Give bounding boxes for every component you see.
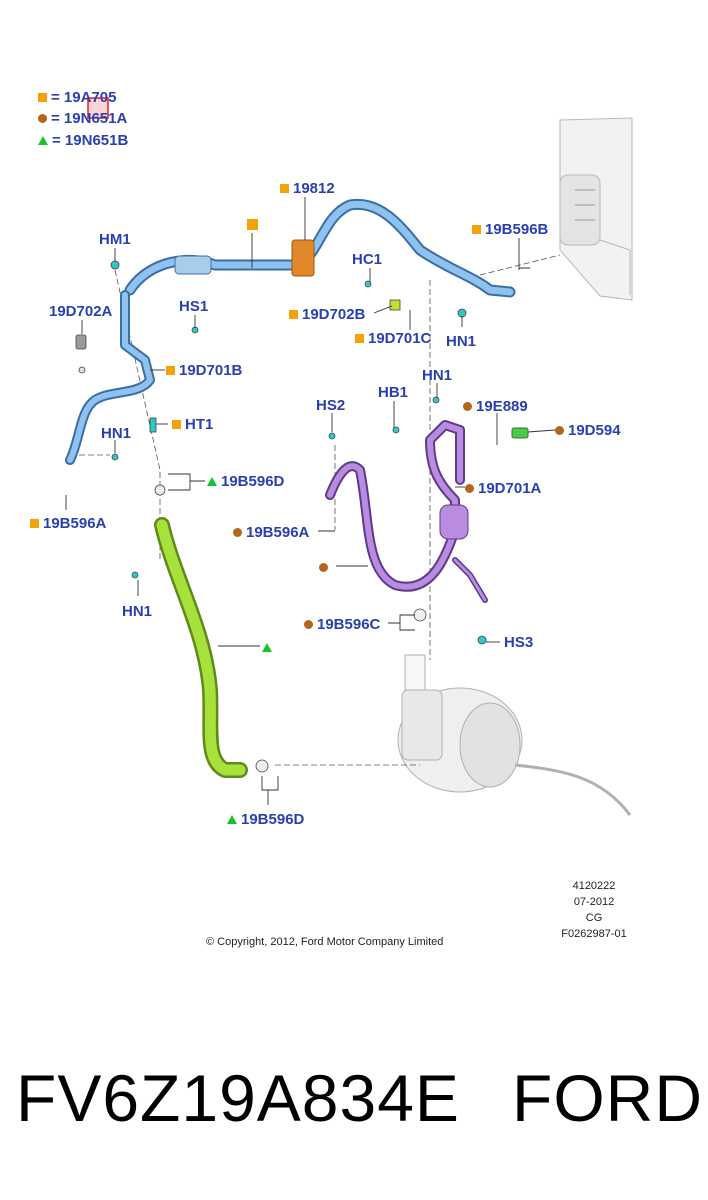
square-marker-icon	[38, 93, 47, 102]
square-marker-icon	[280, 184, 289, 193]
callout-ht1: HT1	[172, 416, 213, 433]
legend-item-19n651a: = 19N651A	[38, 110, 127, 127]
fittings	[75, 260, 487, 773]
circle-marker-icon	[465, 484, 474, 493]
circle-marker-icon	[555, 426, 564, 435]
copyright-text: © Copyright, 2012, Ford Motor Company Li…	[206, 936, 444, 948]
callout-leaders	[65, 197, 556, 805]
circle-marker-icon	[319, 563, 328, 572]
callout-19b596d-bottom: 19B596D	[227, 811, 304, 828]
callout-hn1-top: HN1	[446, 333, 477, 350]
callout-circle-unlabeled	[319, 559, 332, 576]
part-number: FV6Z19A834E	[16, 1061, 460, 1135]
green-hose	[154, 517, 248, 778]
legend-item-19a705: = 19A705	[38, 89, 116, 106]
parts-diagram	[65, 97, 633, 816]
callout-19b596a-left: 19B596A	[30, 515, 106, 532]
highlight-box	[87, 97, 109, 119]
square-marker-icon	[355, 334, 364, 343]
info-line-3: CG	[585, 912, 603, 924]
compressor-sketch	[397, 654, 632, 816]
square-marker-icon	[472, 225, 481, 234]
leader-lines	[70, 254, 561, 766]
triangle-marker-icon	[262, 643, 272, 652]
callout-19d701b: 19D701B	[166, 362, 242, 379]
blue-hose-assembly	[65, 198, 516, 465]
hvac-housing-sketch	[559, 117, 633, 301]
callout-19b596b: 19B596B	[472, 221, 548, 238]
callout-hs1: HS1	[179, 298, 209, 315]
square-marker-icon	[166, 366, 175, 375]
callout-hc1: HC1	[352, 251, 383, 268]
square-marker-icon	[247, 219, 258, 230]
circle-marker-icon	[38, 114, 47, 123]
callout-19d702a: 19D702A	[49, 303, 113, 320]
callout-hn1-left: HN1	[101, 425, 132, 442]
callout-19d594: 19D594	[555, 422, 621, 439]
callout-19b596d-top: 19B596D	[207, 473, 284, 490]
brand-name: FORD	[512, 1061, 703, 1135]
callout-hs3: HS3	[504, 634, 534, 651]
callout-19d701a: 19D701A	[465, 480, 541, 497]
callout-19812: 19812	[280, 180, 335, 197]
callout-hb1: HB1	[378, 384, 409, 401]
callout-triangle-unlabeled	[262, 639, 276, 656]
callout-square-unlabeled	[247, 217, 262, 234]
triangle-marker-icon	[38, 136, 48, 145]
circle-marker-icon	[304, 620, 313, 629]
circle-marker-icon	[463, 402, 472, 411]
info-line-2: 07-2012	[573, 896, 615, 908]
info-line-4: F0262987-01	[561, 928, 627, 940]
square-marker-icon	[172, 420, 181, 429]
callout-hm1: HM1	[99, 231, 131, 248]
callout-19b596a-mid: 19B596A	[233, 524, 309, 541]
callout-hn1-bottom: HN1	[122, 603, 153, 620]
callout-19b596c: 19B596C	[304, 616, 380, 633]
square-marker-icon	[289, 310, 298, 319]
callout-19e889: 19E889	[463, 398, 528, 415]
purple-hose-assembly	[325, 420, 529, 603]
callout-19d702b: 19D702B	[289, 306, 365, 323]
info-line-1: 4120222	[572, 880, 616, 892]
triangle-marker-icon	[207, 477, 217, 486]
callout-hn1-right: HN1	[422, 367, 453, 384]
circle-marker-icon	[233, 528, 242, 537]
callout-hs2: HS2	[316, 397, 346, 414]
legend-item-19n651b: = 19N651B	[38, 132, 128, 149]
callout-19d701c: 19D701C	[355, 330, 431, 347]
triangle-marker-icon	[227, 815, 237, 824]
square-marker-icon	[30, 519, 39, 528]
